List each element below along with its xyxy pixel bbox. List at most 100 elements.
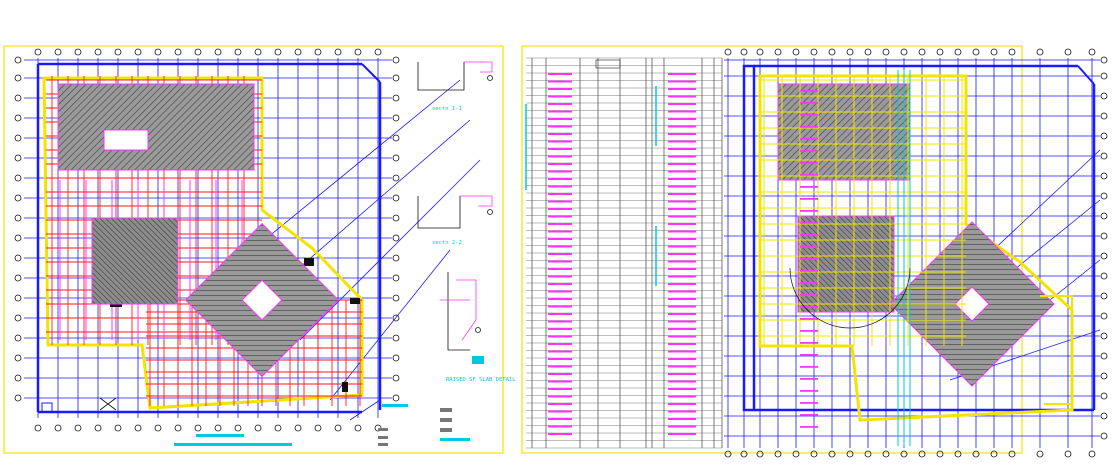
grid-bubble [392,174,400,182]
grid-bubble [392,394,400,402]
rebar-mark [800,414,818,416]
grid-bubble [334,48,342,56]
core-opening-top [103,129,149,151]
table-cell-mark [548,148,572,150]
rebar-mark [800,366,818,368]
sheet-left: sectn 1-1 sectn 2-2 RAISED SF SLAB DETAI… [3,45,516,454]
grid-bubble [354,48,362,56]
hatched-slab-top [57,83,255,171]
table-cell-mark [668,403,696,405]
grid-bubble [918,48,926,56]
grid-bubble [882,48,890,56]
grid-bubble [1100,132,1108,140]
grid-bubble [14,194,22,202]
heavy-wall-right [742,64,756,412]
table-cell-mark [668,358,696,360]
grid-bubble [1100,92,1108,100]
grid-bubble [334,424,342,432]
grid-bubble [14,234,22,242]
grid-bubble [1036,48,1044,56]
table-cell-mark [548,328,572,330]
table-cell-mark [668,335,696,338]
rebar-mark [800,210,818,212]
grid-bubble [792,450,800,458]
grid-bubble [1008,450,1016,458]
grid-bubble [392,94,400,102]
grid-bubble [54,48,62,56]
grid-bubble [392,134,400,142]
grid-bubble [1064,450,1072,458]
grid-bubbles-right [724,48,1108,458]
structure-right [760,70,1073,446]
table-cell-mark [548,253,572,255]
diagonal-grid-line [299,159,481,341]
grid-bubble [14,114,22,122]
grid-bubble [74,48,82,56]
table-cell-mark [548,208,572,210]
grid-bubble [900,48,908,56]
grid-bubble [294,424,302,432]
rebar-mark [800,114,818,116]
table-cell-mark [548,185,572,188]
rebar-mark [800,294,818,296]
schedule-table [525,57,723,449]
grid-bubble [954,450,962,458]
table-cell-mark [668,193,696,195]
grid-bubble [828,48,836,56]
grid-bubble [392,354,400,362]
table-cell-mark [668,140,696,143]
table-cell-mark [548,283,572,285]
table-cell-mark [548,245,572,248]
table-cell-mark [668,395,696,398]
table-cell-mark [668,388,696,390]
rebar-mark [800,306,818,308]
column-block [350,298,360,304]
table-cell-mark [668,88,696,90]
grid-bubble [14,74,22,82]
table-cell-mark [548,395,572,398]
table-cell-mark [668,155,696,158]
grid-bubble [1100,252,1108,260]
grid-bubble [1100,172,1108,180]
rebar-mark [800,234,818,236]
grid-bubble [1100,232,1108,240]
table-cell-mark [548,125,572,128]
grid-bubble [1100,372,1108,380]
table-cell-mark [668,373,696,375]
grid-bubble [174,424,182,432]
table-cell-mark [548,335,572,338]
table-cell-mark [548,133,572,135]
grid-bubble [918,450,926,458]
table-cell-mark [668,95,696,98]
table-cell-mark [548,110,572,113]
grid-bubble [864,450,872,458]
table-cell-mark [668,185,696,188]
grid-bubble [174,48,182,56]
grid-bubble [756,48,764,56]
table-cell-mark [668,328,696,330]
grid-bubble [936,48,944,56]
table-cell-mark [668,200,696,203]
table-cell-mark [548,193,572,195]
table-cell-mark [548,200,572,203]
grid-bubble [392,194,400,202]
rebar-mark [800,198,818,200]
hatched-slab-right-mid [797,215,895,313]
table-cell-mark [668,125,696,128]
grid-bubble [392,56,400,64]
grid-bubble [1100,152,1108,160]
grid-bubble [724,450,732,458]
table-cell-mark [668,365,696,368]
grid-bubble [392,74,400,82]
grid-bubble [1100,392,1108,400]
grid-bubble [1064,48,1072,56]
grid-bubble [392,374,400,382]
table-cell-mark [668,148,696,150]
rebar-mark [800,270,818,272]
rebar-mark [800,174,818,176]
grid-bubble [392,294,400,302]
sheet-right [521,45,1108,458]
table-cell-mark [548,313,572,315]
section-detail-1 [417,61,493,91]
grid-bubble [392,334,400,342]
